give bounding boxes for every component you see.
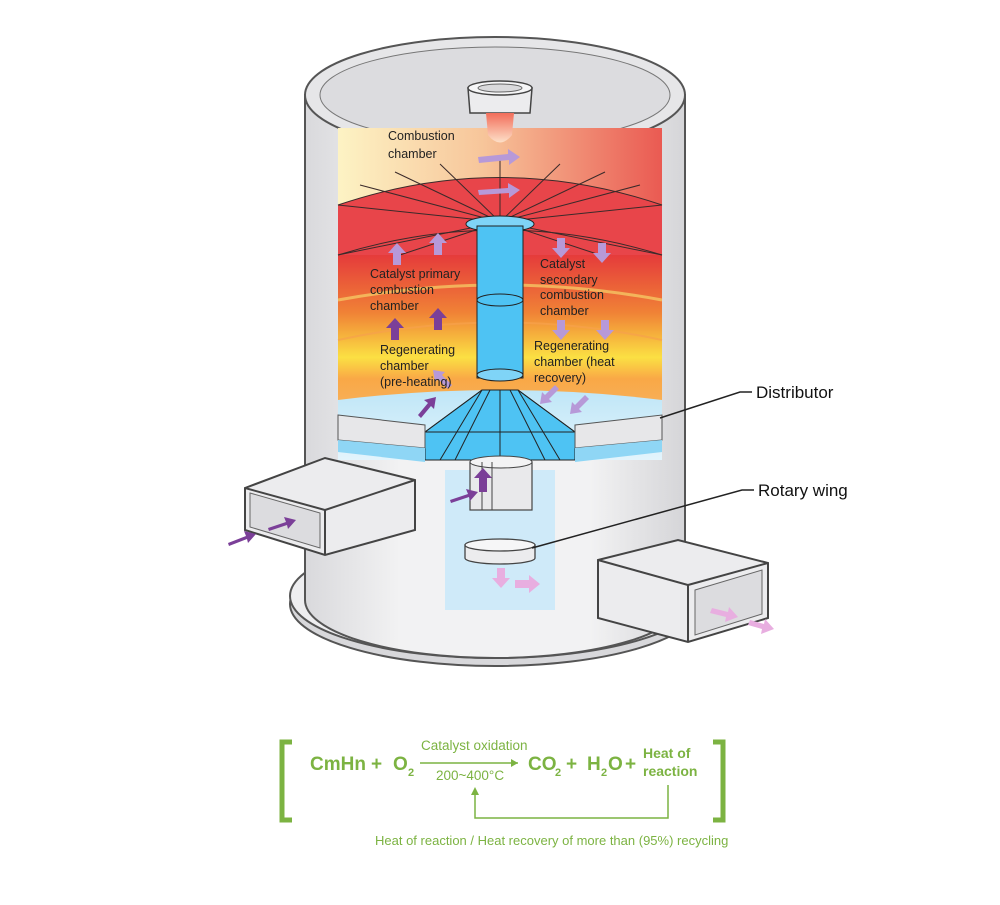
eq-recycle-loop bbox=[474, 785, 669, 819]
eq-co2-sub: 2 bbox=[555, 767, 561, 779]
eq-heat-line2: reaction bbox=[643, 763, 697, 779]
callout-distributor: Distributor bbox=[659, 383, 834, 419]
arrow-down-right-1 bbox=[552, 238, 570, 258]
eq-plus-2: + bbox=[566, 754, 577, 775]
rotary-wing bbox=[464, 538, 536, 565]
callout-rotary-wing-text: Rotary wing bbox=[758, 481, 848, 500]
callout-distributor-text: Distributor bbox=[756, 383, 834, 402]
eq-recycle-arrowhead bbox=[471, 787, 479, 795]
chamber-labels: Combustion chamber Catalyst primary comb… bbox=[370, 129, 618, 389]
eq-co2: CO bbox=[528, 754, 557, 775]
inlet-duct bbox=[244, 456, 416, 557]
eq-heat-line1: Heat of bbox=[643, 745, 691, 761]
eq-arrow-bottom-label: 200~400°C bbox=[436, 768, 504, 783]
outflow-arrows bbox=[492, 568, 774, 634]
left-bracket bbox=[279, 739, 292, 823]
eq-h2o-sub: 2 bbox=[601, 767, 607, 779]
outflow-arrow-right bbox=[515, 575, 540, 593]
lower-passage bbox=[445, 455, 555, 610]
arrow-up-left-2 bbox=[429, 233, 447, 255]
eq-plus-1: + bbox=[371, 754, 382, 775]
reaction-equation: CmHn + O 2 Catalyst oxidation 200~400°C … bbox=[279, 738, 728, 848]
arrow-diag-right-1 bbox=[540, 385, 559, 404]
label-combustion-chamber: Combustion chamber bbox=[388, 129, 458, 161]
arrow-diag-right-2 bbox=[570, 395, 589, 414]
eq-o2: O bbox=[393, 754, 408, 775]
outflow-arrow-duct-2 bbox=[748, 619, 774, 634]
inflow-arrow-up-1 bbox=[386, 318, 404, 340]
inflow-arrow-inlet bbox=[228, 531, 256, 546]
arrow-up-left-1 bbox=[388, 243, 406, 265]
eq-cmhn: CmHn bbox=[310, 754, 366, 775]
burner-nozzle bbox=[467, 80, 533, 143]
inflow-arrows bbox=[228, 308, 492, 546]
arrow-diag-left bbox=[433, 370, 452, 389]
arrow-down-right-3 bbox=[552, 320, 570, 340]
label-secondary-chamber: Catalyst secondary combustion chamber bbox=[540, 257, 607, 318]
inflow-arrow-inlet-2 bbox=[268, 517, 296, 531]
outflow-arrow-down bbox=[492, 568, 510, 588]
outflow-arrow-duct-1 bbox=[710, 607, 738, 622]
arrow-combustion-1 bbox=[478, 149, 520, 165]
inflow-arrow-up-2 bbox=[429, 308, 447, 330]
circulation-arrows bbox=[388, 149, 614, 414]
eq-reaction-arrowhead bbox=[511, 759, 518, 767]
eq-h2o-h: H bbox=[587, 754, 601, 775]
arrow-down-right-2 bbox=[593, 243, 611, 263]
callout-rotary-wing: Rotary wing bbox=[531, 481, 848, 549]
eq-arrow-top-label: Catalyst oxidation bbox=[421, 738, 528, 753]
distributor-ring bbox=[337, 414, 663, 462]
eq-o2-sub: 2 bbox=[408, 767, 414, 779]
eq-plus-3: + bbox=[625, 754, 636, 775]
inflow-arrow-up-center bbox=[474, 468, 492, 492]
eq-h2o-o: O bbox=[608, 754, 623, 775]
arrow-combustion-2 bbox=[478, 183, 520, 198]
inflow-arrow-diag bbox=[418, 397, 436, 418]
label-primary-chamber: Catalyst primary combustion chamber bbox=[370, 267, 464, 313]
label-regen-preheating: Regenerating chamber (pre-heating) bbox=[380, 343, 459, 389]
arrow-down-right-4 bbox=[596, 320, 614, 340]
eq-recycle-note: Heat of reaction / Heat recovery of more… bbox=[375, 833, 728, 848]
central-tube bbox=[465, 215, 535, 382]
right-bracket bbox=[713, 739, 726, 823]
inflow-arrow-duct bbox=[450, 489, 478, 503]
label-regen-heat-recovery: Regenerating chamber (heat recovery) bbox=[534, 339, 618, 385]
